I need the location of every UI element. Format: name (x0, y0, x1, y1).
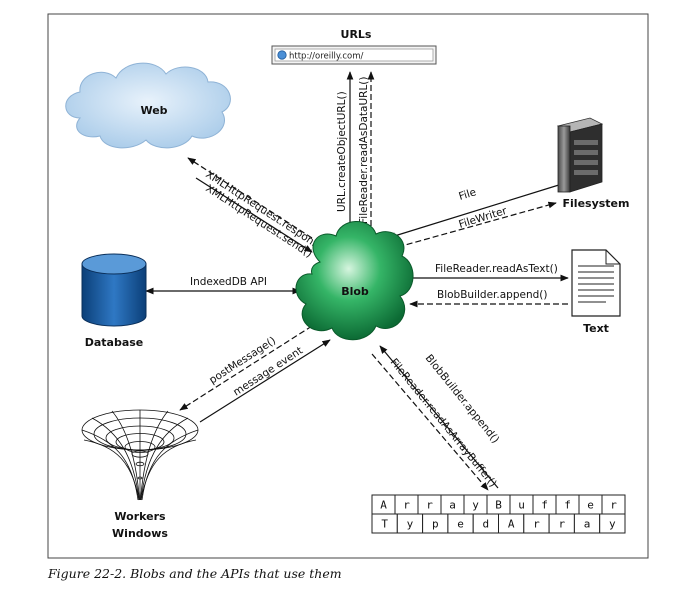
edge-message-event (199, 339, 331, 423)
edges (145, 71, 569, 491)
array-buffer-letter: y (472, 499, 479, 512)
typed-array-letter: a (584, 518, 591, 531)
typed-array-letter: e (457, 518, 464, 531)
array-buffer-letter: r (403, 499, 410, 512)
wormhole-icon (81, 409, 199, 501)
database-node: Database (81, 253, 147, 349)
edge-file (387, 183, 563, 239)
typed-array-letter: T (381, 518, 388, 531)
blob-node: Blob (295, 221, 414, 341)
globe-icon (277, 50, 287, 60)
document-icon (571, 249, 621, 317)
server-icon (556, 117, 604, 193)
label-xhr-send: XMLHttpRequest.send() (203, 182, 314, 260)
edge-file-writer (397, 201, 557, 248)
web-cloud-node: Web (65, 62, 231, 149)
typed-array-letter: p (432, 518, 439, 531)
urls-node: URLs http://oreilly.com/ (271, 28, 437, 65)
array-buffer-letter: r (426, 499, 433, 512)
typed-array-letter: r (558, 518, 565, 531)
text-label: Text (583, 322, 609, 335)
edge-read-as-array-buffer (371, 353, 489, 491)
edge-xhr-send (195, 177, 313, 253)
figure-caption: Figure 22-2. Blobs and the APIs that use… (48, 566, 342, 581)
label-builder-append-buffer: BlobBuilder.append() (423, 352, 502, 445)
filesystem-label: Filesystem (563, 197, 630, 210)
filesystem-node: Filesystem (556, 117, 630, 210)
workers-node: Workers Windows (81, 409, 199, 540)
array-buffer-letter: r (610, 499, 617, 512)
edge-post-message (179, 325, 313, 411)
array-buffer-letter: a (449, 499, 456, 512)
label-xhr-response: XMLHttpRequest.response (203, 168, 326, 254)
workers-label: Workers (114, 510, 166, 523)
browser-url-text: http://oreilly.com/ (289, 52, 364, 62)
edge-xhr-response (187, 157, 313, 239)
label-indexeddb: IndexedDB API (190, 276, 267, 288)
typed-array-letter: r (533, 518, 540, 531)
label-read-as-data-url: FileReader.readAsDataURL() (358, 77, 370, 225)
typed-array-letter: y (407, 518, 414, 531)
array-buffer-letter: B (495, 499, 502, 512)
blob-label: Blob (341, 285, 369, 298)
typed-array-letter: d (483, 518, 490, 531)
array-buffer-letter: f (564, 499, 571, 512)
text-node: Text (571, 249, 621, 335)
web-label: Web (140, 104, 167, 117)
label-create-object-url: URL.createObjectURL() (336, 91, 348, 212)
array-buffer-letter: e (587, 499, 594, 512)
database-label: Database (85, 336, 144, 349)
edge-builder-append-buffer (379, 345, 499, 489)
typed-array-letter: A (508, 518, 515, 531)
array-buffer-letter: f (541, 499, 548, 512)
database-icon (81, 253, 147, 327)
urls-label: URLs (341, 28, 372, 41)
figure-frame (47, 13, 649, 559)
label-file: File (457, 186, 477, 203)
label-read-as-text: FileReader.readAsText() (435, 263, 558, 275)
typed-array-letter: y (609, 518, 616, 531)
windows-label: Windows (112, 527, 168, 540)
typed-array-cell (599, 513, 626, 534)
array-buffer-letter: u (518, 499, 525, 512)
cloud-icon (65, 62, 231, 149)
array-buffer-letter: A (380, 499, 387, 512)
blob-icon (295, 221, 414, 341)
label-builder-append-text: BlobBuilder.append() (437, 289, 547, 301)
